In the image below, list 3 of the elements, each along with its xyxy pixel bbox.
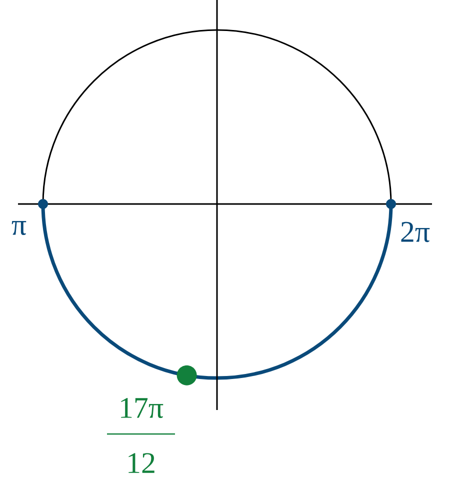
fraction-label: 17π 12 [107,398,175,473]
point-label: π [12,220,26,236]
point-label: 2π [401,222,430,242]
